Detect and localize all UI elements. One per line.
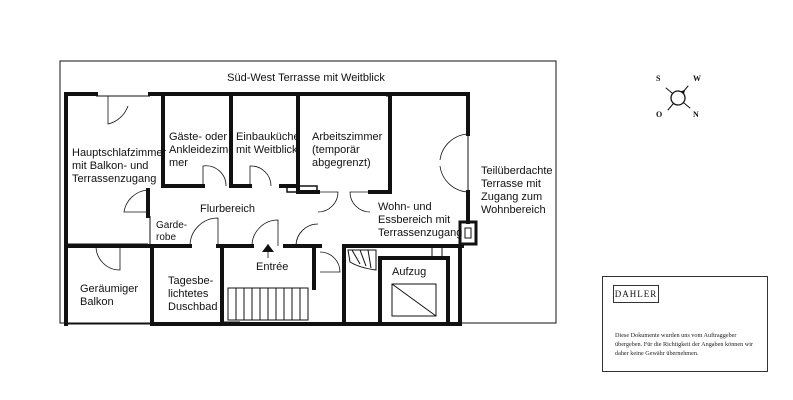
label-entree: Entrée (256, 261, 288, 273)
compass-icon (665, 85, 691, 111)
compass-o: O (656, 110, 662, 119)
label-wohnbereich: Wohn- und Essbereich mit Terrassenzugang (378, 201, 462, 239)
label-aufzug: Aufzug (392, 266, 426, 278)
walls (64, 92, 470, 326)
compass-w: W (693, 74, 701, 83)
label-arbeitszimmer: Arbeitszimmer (temporär abgegrenzt) (312, 131, 385, 169)
label-flurbereich: Flurbereich (200, 203, 255, 215)
dahler-logo: DAHLER (613, 285, 659, 303)
label-balkon: Geräumiger Balkon (80, 283, 141, 308)
label-kueche: Einbauküche mit Weitblick (236, 131, 303, 156)
label-terrace-top: Süd-West Terrasse mit Weitblick (227, 72, 385, 84)
label-duschbad: Tagesbe- lichtetes Duschbad (168, 275, 218, 313)
compass-s: S (656, 74, 661, 83)
label-hauptschlafzimmer: Hauptschlafzimmer mit Balkon- und Terras… (72, 147, 169, 185)
disclaimer-box: DAHLER Diese Dokumente wurden uns vom Au… (602, 276, 768, 372)
thin-lines (66, 95, 478, 325)
label-garderobe: Garde- robe (156, 220, 190, 243)
doors (95, 96, 469, 273)
compass-n: N (693, 110, 699, 119)
disclaimer-text: Diese Dokumente wurden uns vom Auftragge… (615, 332, 754, 357)
label-gaeste: Gäste- oder Ankleidezim- mer (169, 131, 235, 169)
entrance-arrow-icon (262, 244, 274, 252)
label-terrasse-rechts: Teilüberdachte Terrasse mit Zugang zum W… (481, 165, 556, 216)
